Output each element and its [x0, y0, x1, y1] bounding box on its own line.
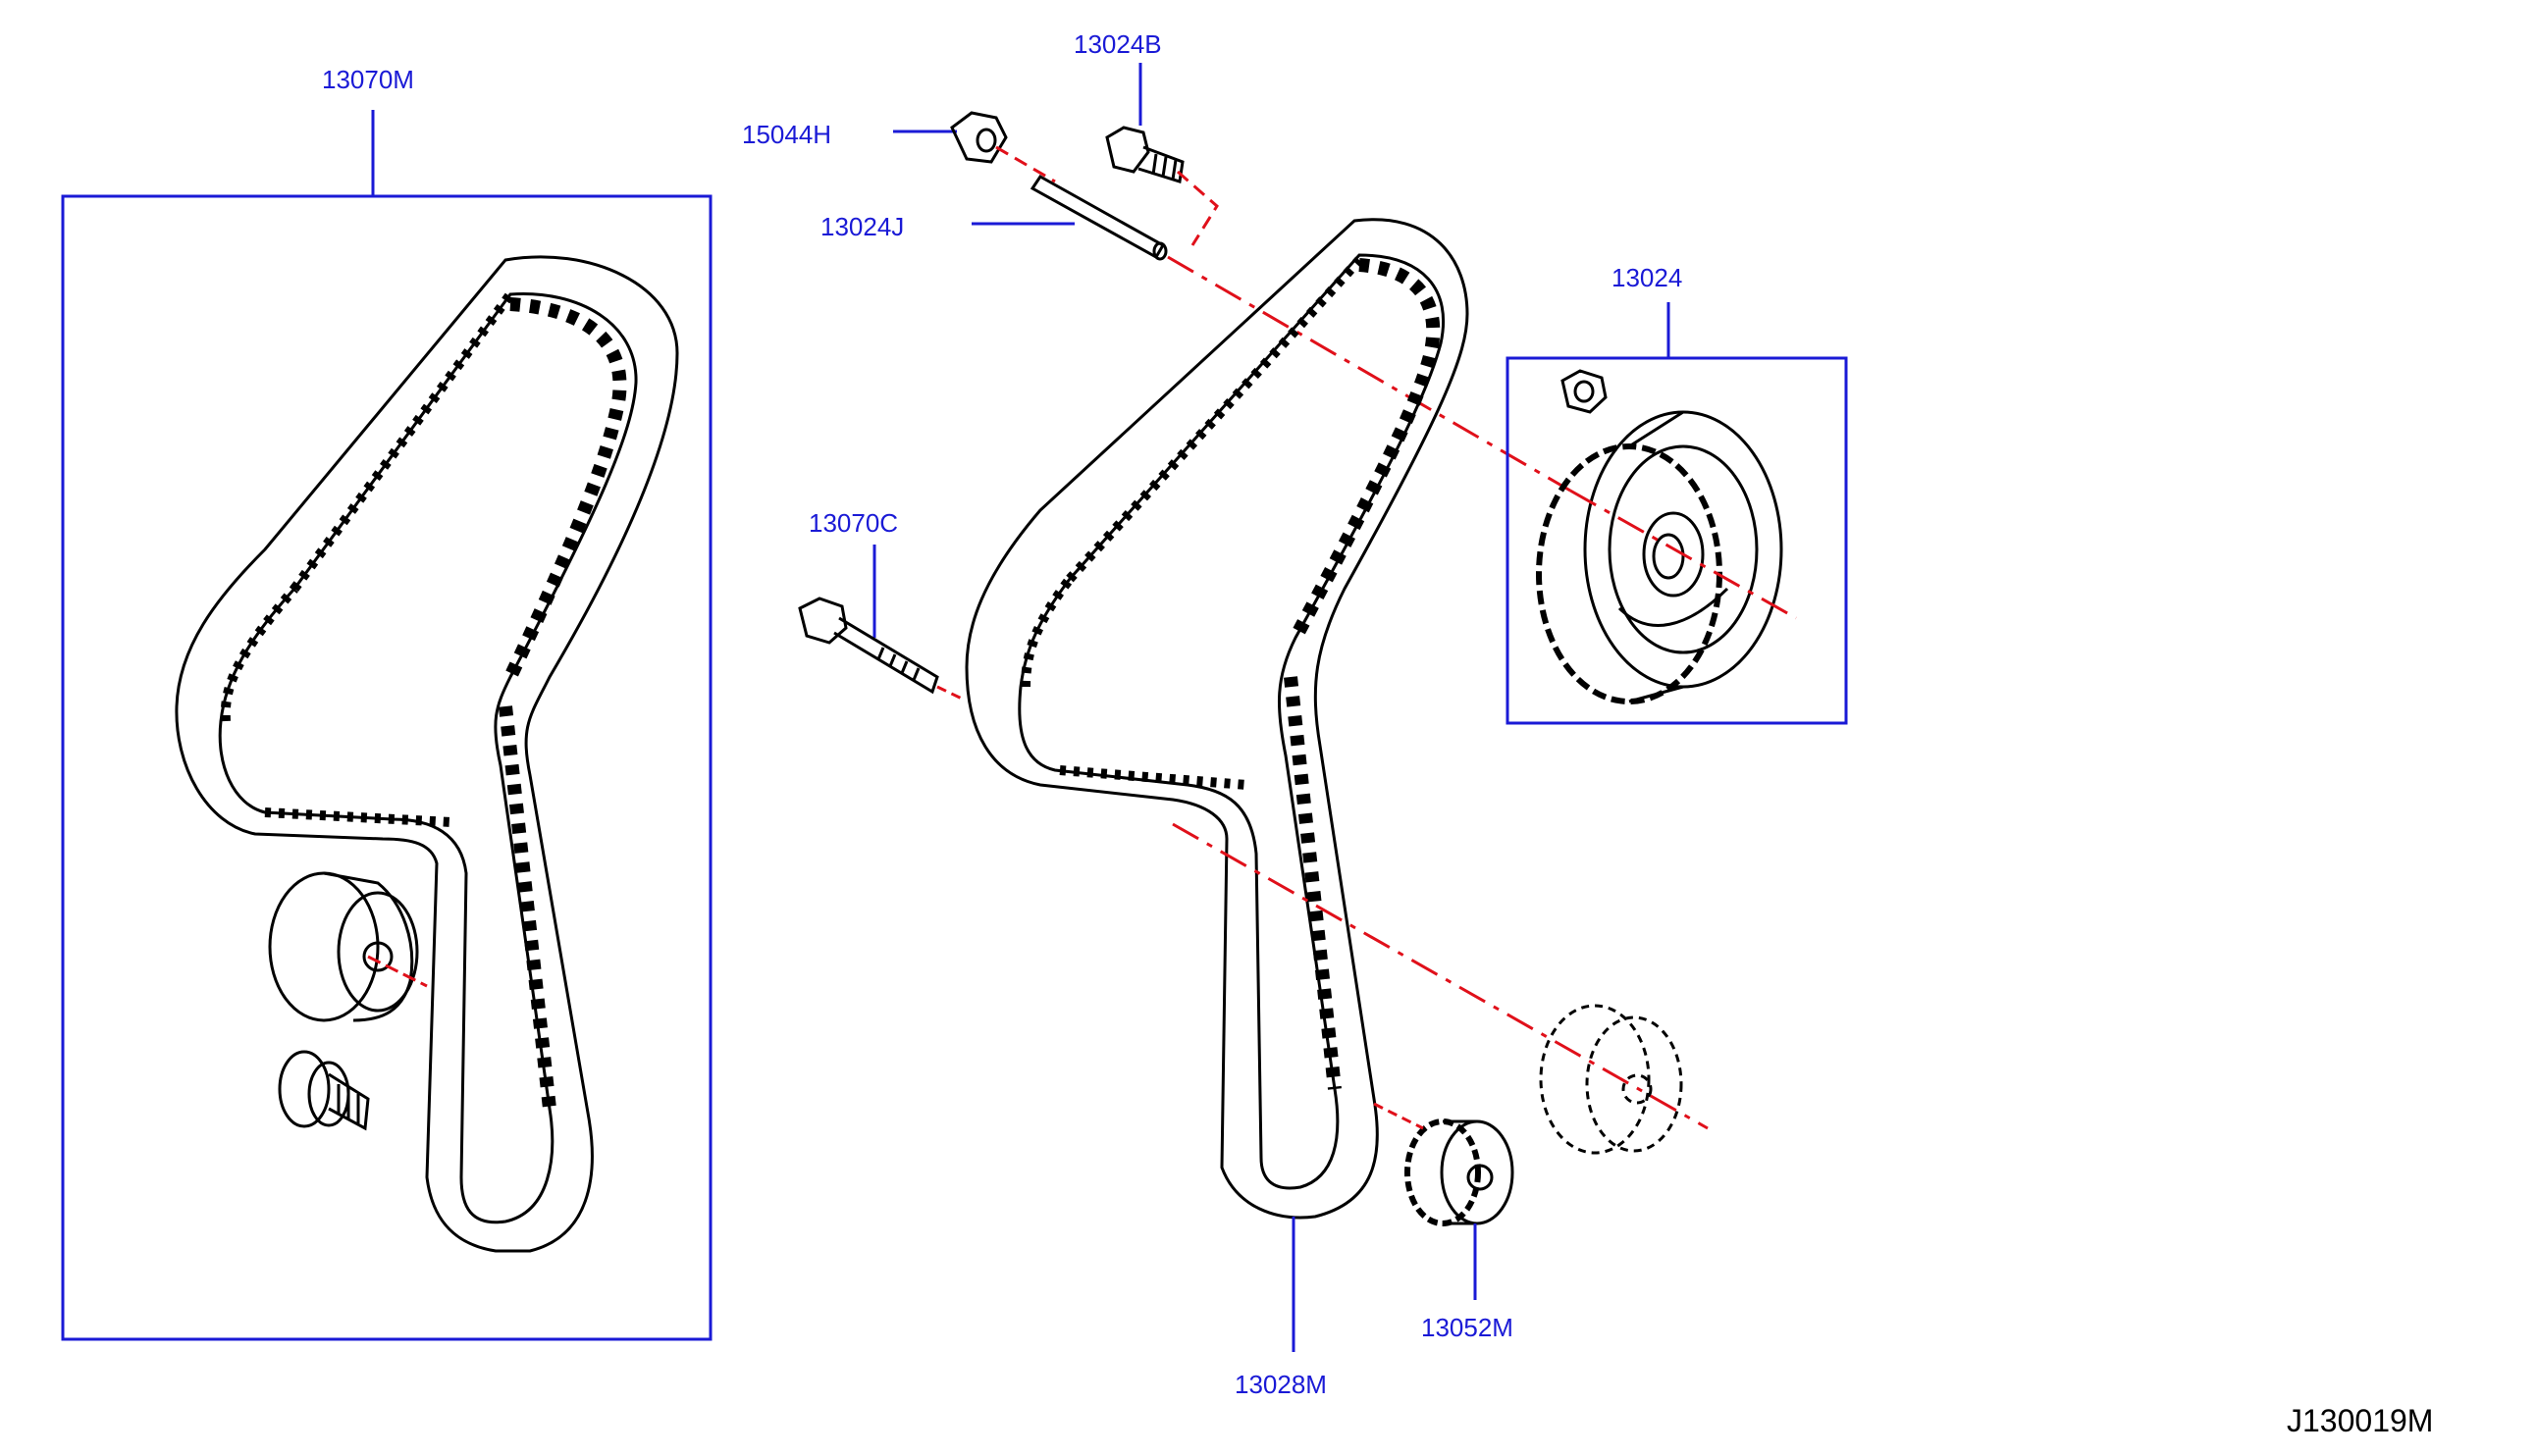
label-stud[interactable]: 13024J: [820, 212, 905, 241]
label-timing-belt[interactable]: 13028M: [1235, 1370, 1327, 1399]
label-bolt-top[interactable]: 13024B: [1074, 29, 1162, 59]
label-tensioner-bolt[interactable]: 13070C: [809, 508, 899, 538]
phantom-sprocket-icon: [1539, 1004, 1683, 1155]
label-crank-sprocket[interactable]: 13052M: [1421, 1313, 1513, 1342]
cam-sprocket-icon: [1536, 369, 1783, 704]
label-belt-kit[interactable]: 13070M: [322, 65, 414, 94]
belt-kit-belt-icon: [175, 255, 679, 1253]
idler-bolt-icon: [278, 1050, 370, 1131]
centerlines-top: [995, 145, 1571, 493]
label-nut[interactable]: 15044H: [742, 120, 832, 149]
tensioner-bolt-icon: [798, 597, 963, 701]
centerlines-cam: [1569, 489, 1797, 620]
diagram-number: J130019M: [2287, 1403, 2434, 1438]
centerlines-crank: [1172, 822, 1709, 1130]
bolt-icon: [1105, 126, 1185, 183]
label-cam-sprocket[interactable]: 13024: [1611, 263, 1683, 292]
flange-nut-icon: [950, 111, 1008, 164]
crank-sprocket-icon: [1404, 1118, 1514, 1226]
stud-icon: [1030, 175, 1168, 261]
tensioner-pulley-icon: [268, 871, 428, 1022]
cam-sprocket-callout: [1506, 302, 1848, 725]
timing-belt-icon: [965, 218, 1469, 1220]
belt-kit-callout: [61, 110, 713, 1341]
